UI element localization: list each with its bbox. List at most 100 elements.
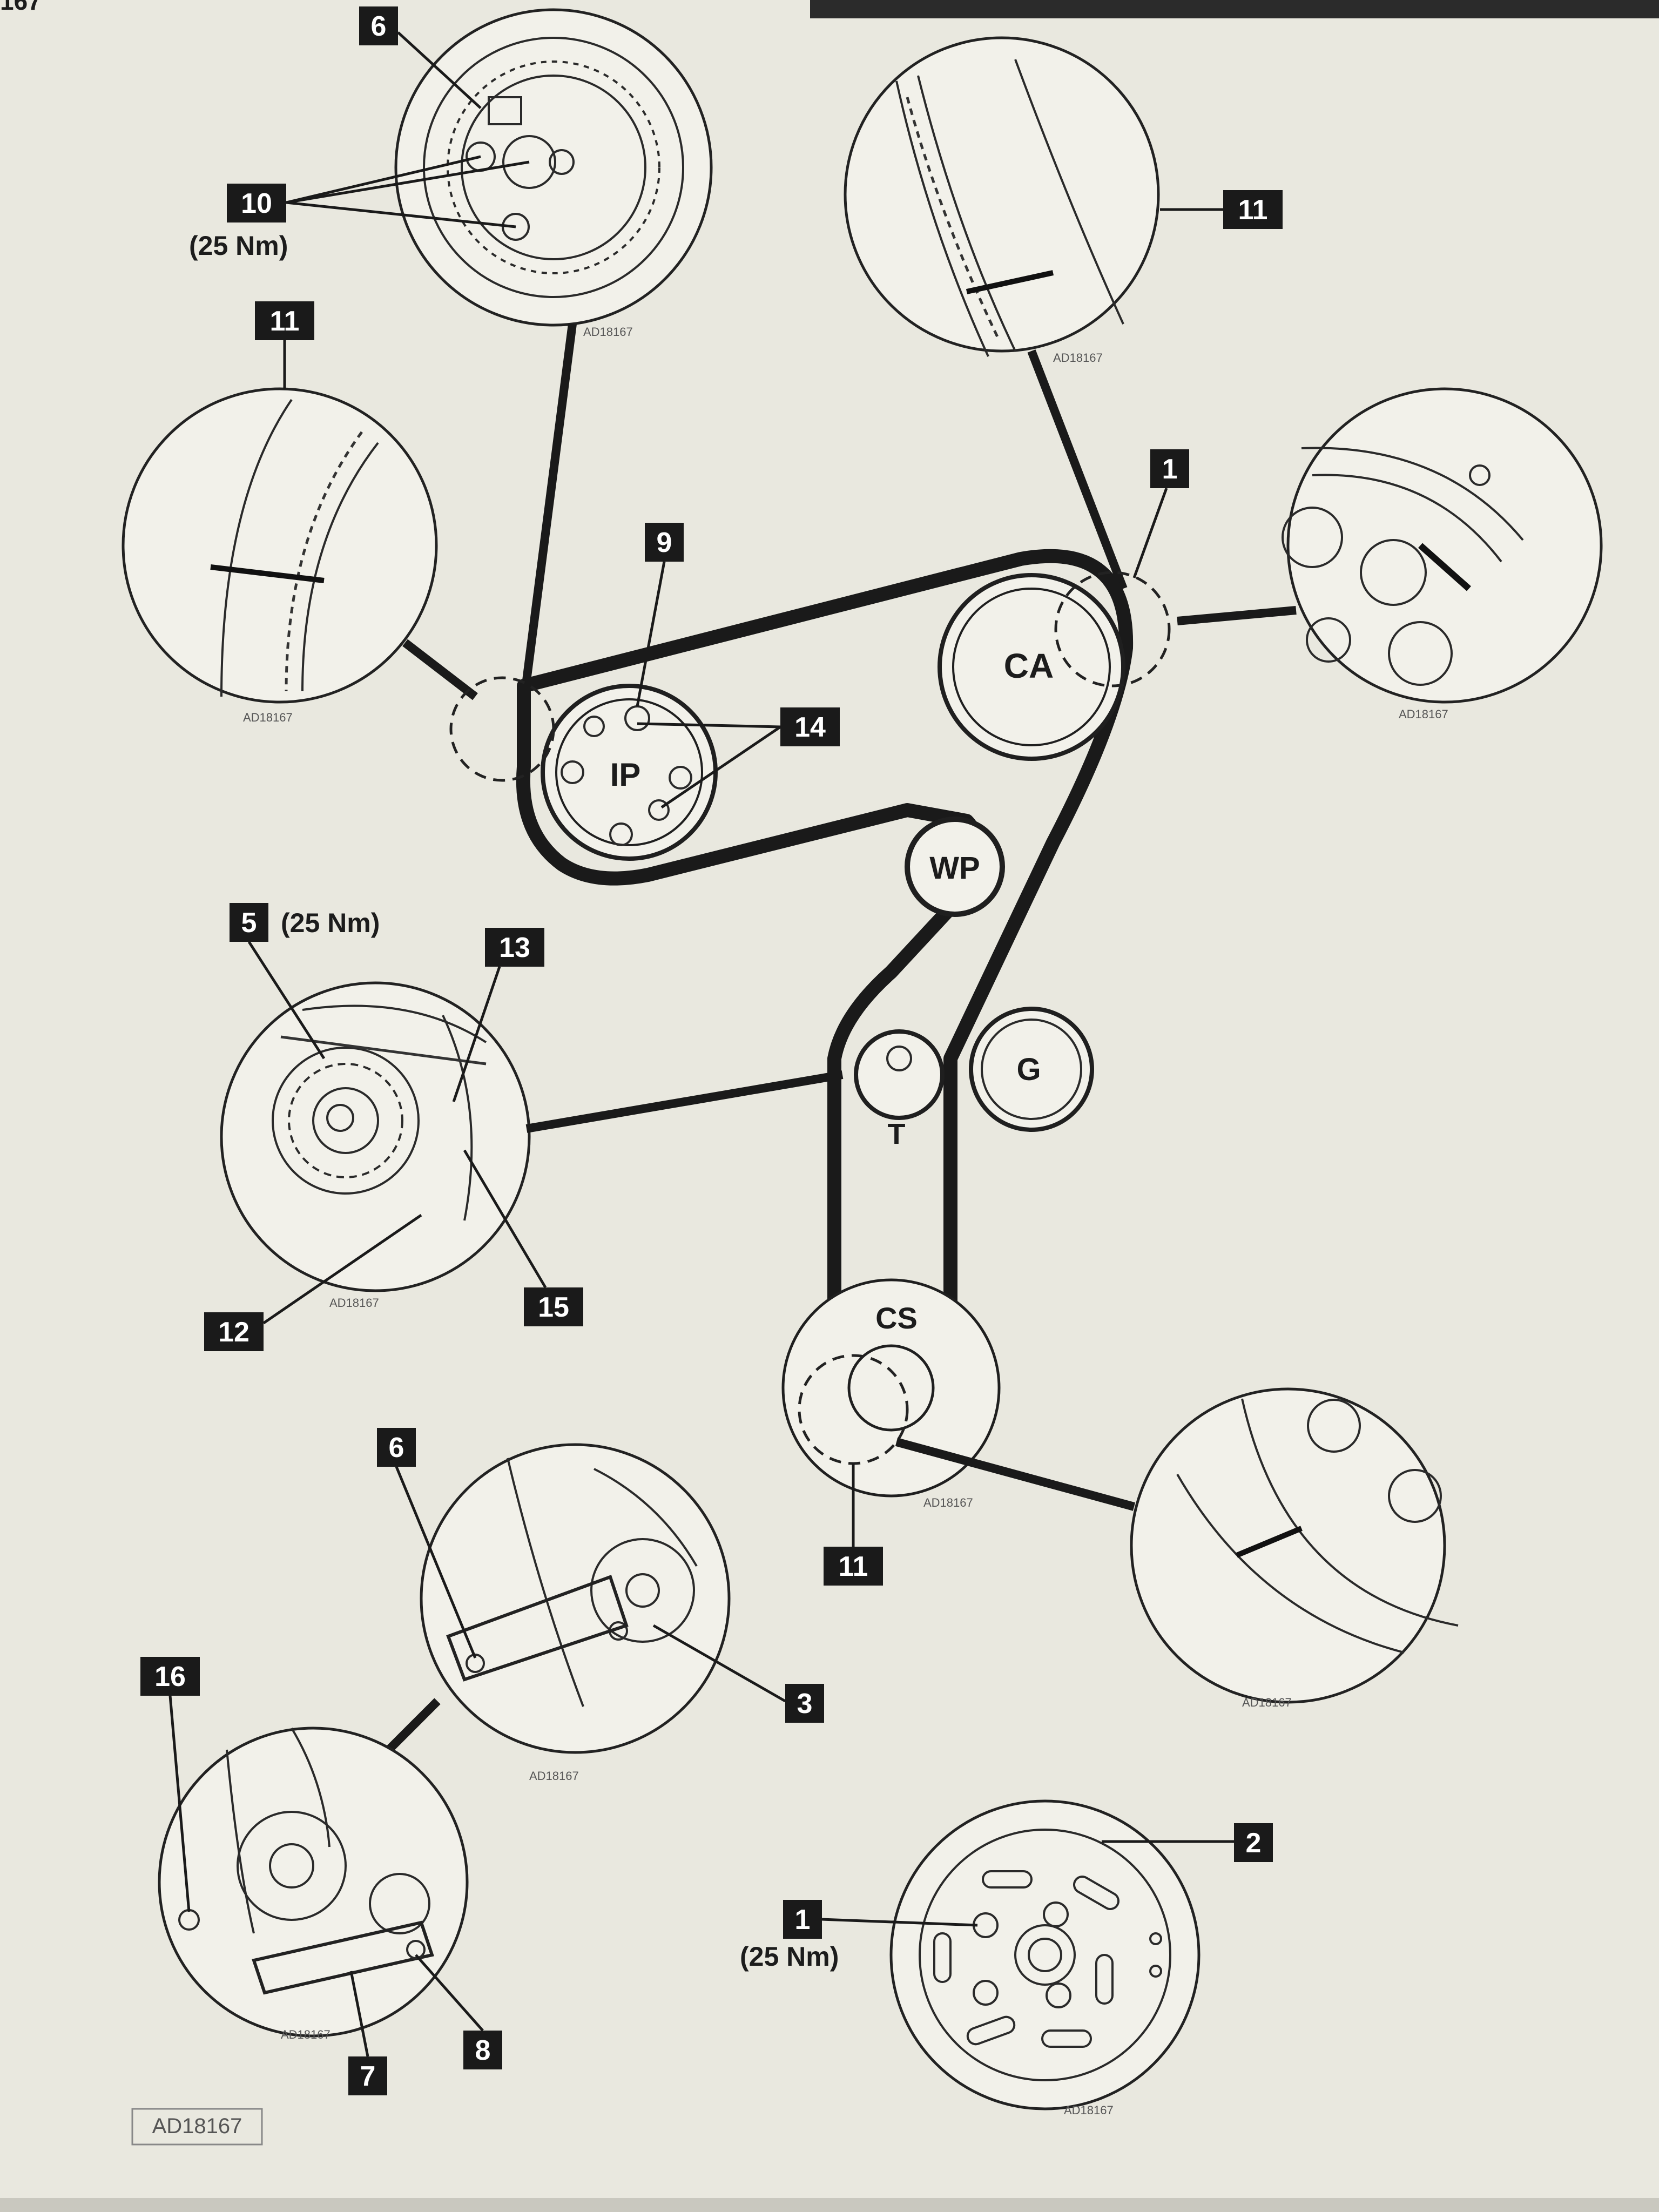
svg-text:3: 3 xyxy=(797,1688,813,1719)
leader-left-to-ip xyxy=(402,639,478,700)
svg-text:6: 6 xyxy=(389,1432,404,1464)
callout-13: 13 xyxy=(485,928,544,967)
svg-text:15: 15 xyxy=(538,1292,569,1323)
leader-10b xyxy=(286,160,530,204)
ref-right: AD18167 xyxy=(1399,707,1448,721)
leader-12 xyxy=(262,1213,422,1325)
leader-14a xyxy=(637,722,781,729)
ref-crank-pulley: AD18167 xyxy=(1064,2103,1114,2117)
svg-text:11: 11 xyxy=(839,1551,868,1582)
callout-5: 5 xyxy=(230,903,268,942)
leader-10c xyxy=(286,201,516,228)
svg-text:CS: CS xyxy=(875,1301,918,1335)
torque-1: (25 Nm) xyxy=(740,1941,839,1972)
leader-9 xyxy=(636,561,666,707)
figure-code-box xyxy=(131,2108,263,2146)
ref-top-right: AD18167 xyxy=(1053,351,1103,365)
svg-text:6: 6 xyxy=(371,11,387,42)
detail-crank-mark xyxy=(1130,1387,1459,1704)
leader-8 xyxy=(415,1954,484,2032)
detail-belt-mark-left xyxy=(122,387,438,704)
leader-14b xyxy=(660,725,781,809)
detail-cam-mark-right xyxy=(1282,387,1603,704)
ref-left: AD18167 xyxy=(243,711,293,724)
svg-text:9: 9 xyxy=(657,527,672,558)
svg-text:G: G xyxy=(1016,1052,1041,1087)
ref-crank: AD18167 xyxy=(1242,1696,1292,1709)
detail-tensioner xyxy=(220,981,531,1292)
svg-text:11: 11 xyxy=(270,306,300,337)
ref-cs: AD18167 xyxy=(923,1496,973,1509)
svg-text:5: 5 xyxy=(241,907,257,939)
leader-crank-detail xyxy=(895,1438,1136,1511)
callout-12: 12 xyxy=(204,1312,264,1351)
svg-text:7: 7 xyxy=(360,2061,376,2092)
pulley-wp: WP xyxy=(905,817,1005,917)
svg-text:1: 1 xyxy=(795,1904,811,1936)
svg-text:2: 2 xyxy=(1246,1827,1262,1859)
leader-1-top xyxy=(1132,488,1168,578)
callout-10: 10 xyxy=(227,184,286,222)
leader-top-right-to-ca xyxy=(1027,349,1128,590)
svg-text:11: 11 xyxy=(1238,194,1268,226)
corner-text: 167 xyxy=(0,0,42,15)
callout-11-top-right: 11 xyxy=(1223,190,1283,229)
bottom-edge xyxy=(0,2198,1659,2212)
callout-8: 8 xyxy=(463,2031,502,2069)
callout-3: 3 xyxy=(785,1684,824,1723)
callout-top-partial: 6 xyxy=(359,6,398,45)
svg-text:CA: CA xyxy=(1004,646,1054,685)
leader-5 xyxy=(247,941,326,1060)
svg-text:12: 12 xyxy=(218,1317,249,1348)
svg-text:16: 16 xyxy=(154,1661,186,1692)
leader-7 xyxy=(349,1971,369,2057)
callout-9: 9 xyxy=(645,523,684,562)
detail-belt-mark-top-right xyxy=(844,36,1160,357)
leader-6 xyxy=(395,1466,477,1658)
callout-16: 16 xyxy=(140,1657,200,1696)
top-border xyxy=(810,0,1659,18)
pulley-t: T xyxy=(854,1029,945,1150)
detail-crank-pulley xyxy=(889,1799,1201,2110)
leader-tensioner-to-t xyxy=(525,1070,844,1133)
ca-mark-circle xyxy=(1054,571,1171,687)
leader-right-to-ca xyxy=(1177,606,1297,625)
callout-7: 7 xyxy=(348,2056,387,2095)
pulley-g: G xyxy=(969,1007,1094,1132)
svg-text:13: 13 xyxy=(499,932,530,963)
pulley-cs: CS xyxy=(781,1278,1001,1498)
pulley-ip: IP xyxy=(541,684,718,861)
ref-adjuster-upper: AD18167 xyxy=(529,1769,579,1783)
callout-1-bottom: 1 xyxy=(783,1900,822,1939)
callout-11-crank: 11 xyxy=(824,1547,883,1586)
ref-tensioner: AD18167 xyxy=(329,1296,379,1310)
pulley-ca: CA xyxy=(938,573,1125,761)
svg-text:WP: WP xyxy=(929,851,980,886)
leader-3 xyxy=(652,1624,786,1703)
svg-text:14: 14 xyxy=(794,712,826,743)
callout-15: 15 xyxy=(524,1287,583,1326)
leader-10a xyxy=(286,155,481,204)
torque-5: (25 Nm) xyxy=(281,908,380,938)
leader-top-partial xyxy=(397,31,482,109)
detail-sprocket-top xyxy=(394,8,713,327)
callout-1-top: 1 xyxy=(1150,449,1189,488)
svg-text:IP: IP xyxy=(610,757,641,793)
callout-11-left: 11 xyxy=(255,301,314,340)
torque-10: (25 Nm) xyxy=(189,231,288,261)
detail-adjuster-lower xyxy=(158,1727,469,2038)
leader-15 xyxy=(463,1149,547,1289)
callout-6: 6 xyxy=(377,1428,416,1467)
ip-mark-circle xyxy=(449,676,555,782)
svg-text:1: 1 xyxy=(1162,454,1178,485)
leader-sprocket-to-ip xyxy=(522,323,577,682)
callout-14: 14 xyxy=(780,707,840,746)
ref-sprocket: AD18167 xyxy=(583,325,633,339)
leader-adjuster-link xyxy=(380,1698,441,1758)
callout-2: 2 xyxy=(1234,1823,1273,1862)
svg-text:8: 8 xyxy=(475,2035,491,2066)
svg-text:T: T xyxy=(888,1118,906,1150)
ref-adjuster-lower: AD18167 xyxy=(281,2028,331,2041)
